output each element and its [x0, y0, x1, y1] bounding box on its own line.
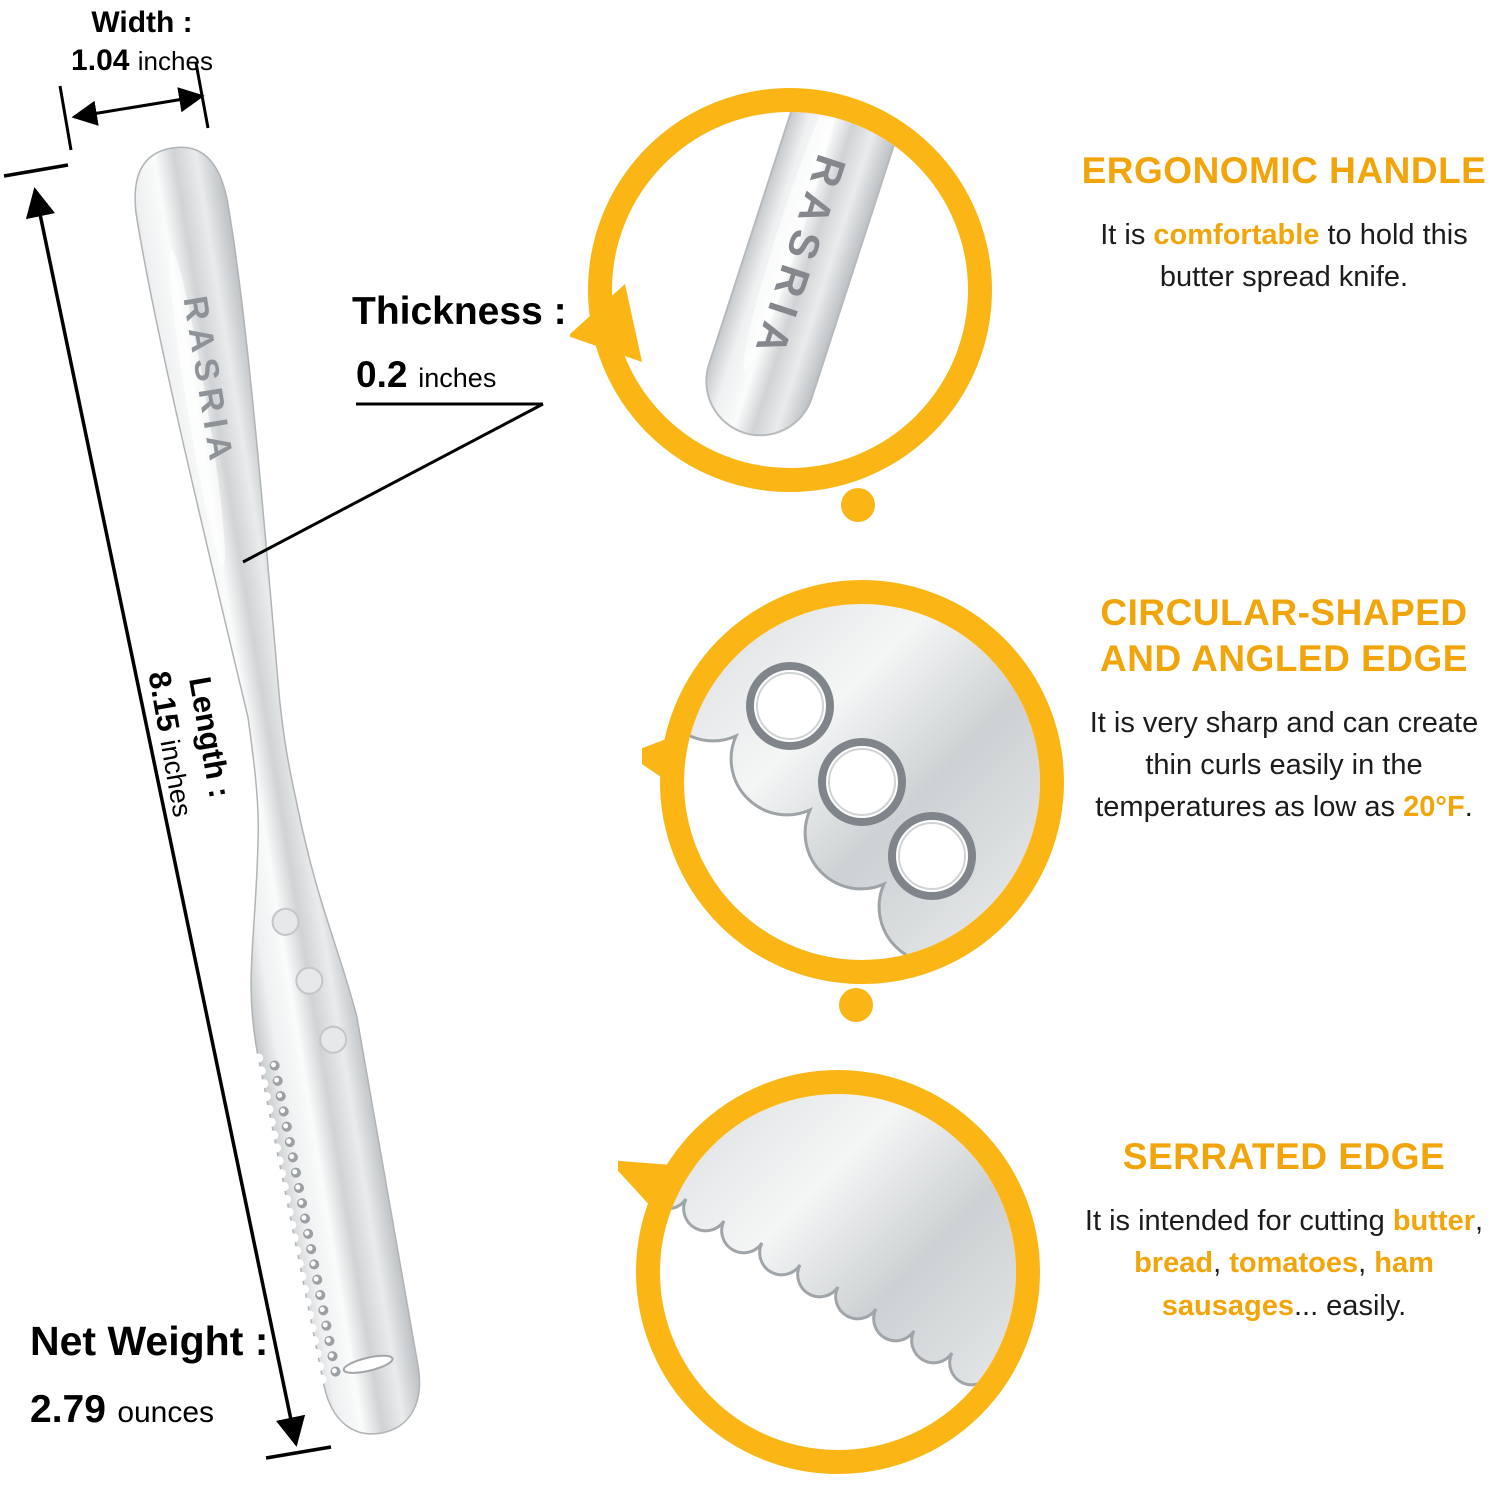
width-tick-left: [58, 85, 73, 151]
net-weight-label-value: 2.79 ounces: [30, 1388, 215, 1432]
net-weight-label-title: Net Weight :: [30, 1318, 269, 1364]
width-label-title: Width :: [91, 6, 193, 39]
curl-hole-large: [746, 662, 834, 750]
feature-serrated-edge: SERRATED EDGE It is intended for cutting…: [1078, 1134, 1490, 1327]
feature-title: ERGONOMIC HANDLE: [1081, 150, 1487, 191]
connector-dot: [841, 488, 875, 522]
zoom-edge-content: [684, 604, 1040, 960]
bead-row-shadow: [269, 1060, 343, 1387]
zoom-circle-ring: [636, 1070, 1040, 1474]
feature-title: SERRATED EDGE: [1122, 1136, 1446, 1177]
length-tick-top: [3, 163, 69, 178]
width-arrow: [71, 87, 205, 126]
zoom-circle-edge: [642, 580, 1064, 984]
knife-diagram: RASRIA: [3, 62, 544, 1460]
connector-dot: [839, 988, 873, 1022]
length-arrow: [25, 187, 306, 1447]
zoom-circle-ring: [660, 580, 1064, 984]
thickness-leader-diagonal: [242, 402, 544, 564]
feature-body: It is very sharp and can create thin cur…: [1089, 706, 1479, 824]
feature-title: CIRCULAR-SHAPED AND ANGLED EDGE: [1100, 592, 1468, 679]
zoom-circle-ring: [588, 88, 992, 492]
zoom-handle-content: RASRIA: [705, 112, 922, 437]
curl-hole-large: [818, 738, 906, 826]
thickness-label-value: 0.2 inches: [356, 353, 497, 395]
zoom-circle-serration: [618, 1070, 1040, 1474]
zoom-circle-handle: RASRIA: [570, 88, 992, 492]
curl-hole-bevel: [756, 672, 824, 740]
width-label-value: 1.04 inches: [71, 43, 213, 77]
net-weight-label: Net Weight : 2.79 ounces: [30, 1316, 330, 1435]
feature-body: It is comfortable to hold this butter sp…: [1100, 218, 1468, 294]
length-tick-bottom: [265, 1445, 332, 1460]
zoom-curl-holes: [746, 662, 976, 900]
curl-hole-bevel: [898, 822, 966, 890]
thickness-leader: [242, 402, 544, 564]
feature-circular-edge: CIRCULAR-SHAPED AND ANGLED EDGE It is ve…: [1078, 590, 1490, 829]
zoom-angled-edge-scallops: [684, 660, 960, 960]
curl-hole-bevel: [828, 748, 896, 816]
thickness-label-title: Thickness :: [352, 290, 567, 333]
curl-hole-large: [888, 812, 976, 900]
width-label: Width : 1.04 inches: [42, 4, 242, 79]
zoom-serration-teeth: [660, 1175, 992, 1450]
width-dimension: [58, 62, 210, 151]
zoom-handle-highlight: [743, 112, 840, 371]
length-dimension: [3, 163, 332, 1460]
curl-hole: [319, 1025, 348, 1054]
feature-ergonomic-handle: ERGONOMIC HANDLE It is comfortable to ho…: [1078, 148, 1490, 299]
zoom-serration-content: [660, 1094, 1016, 1450]
thickness-label: Thickness : 0.2 inches: [352, 288, 612, 400]
tip-slot: [342, 1354, 394, 1374]
feature-body: It is intended for cutting butter, bread…: [1084, 1204, 1484, 1322]
